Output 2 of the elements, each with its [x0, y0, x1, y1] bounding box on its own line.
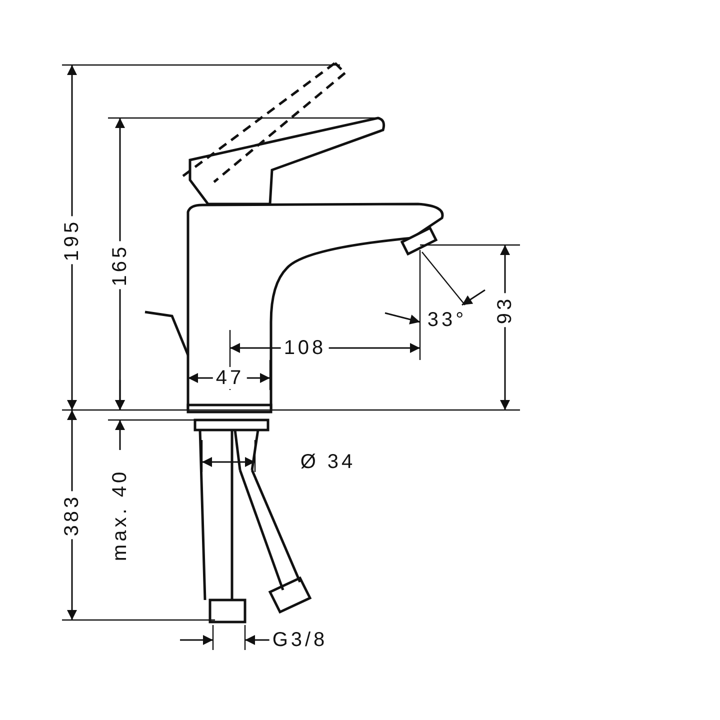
dimension-label: 47	[212, 367, 248, 389]
angle-label: 33°	[426, 309, 468, 331]
